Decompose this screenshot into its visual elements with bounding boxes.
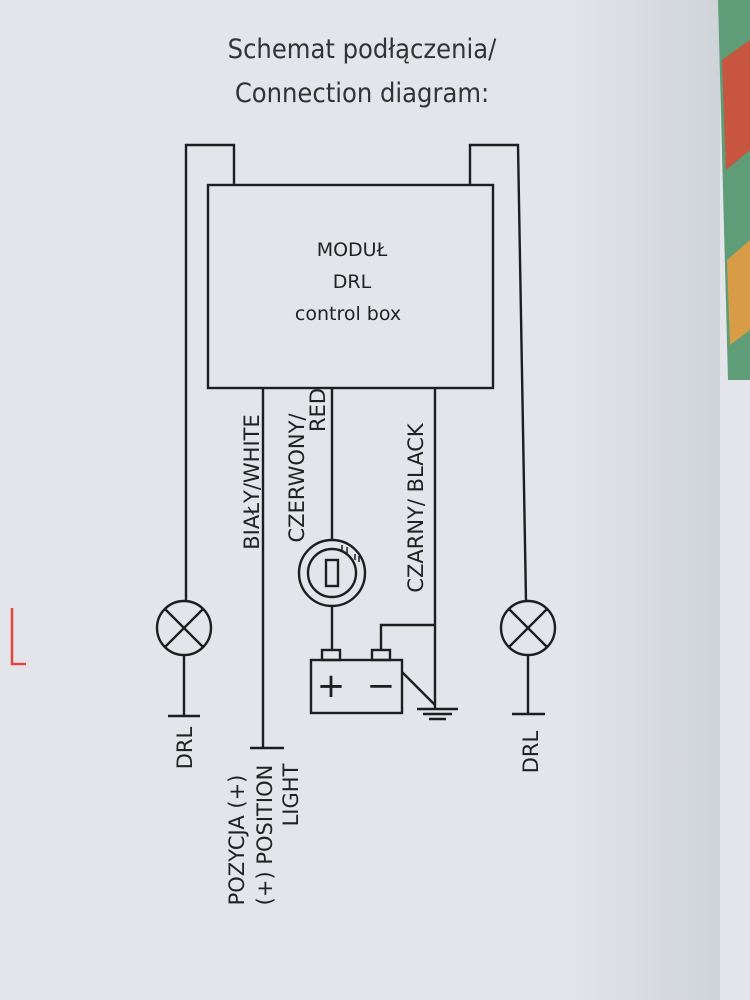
right-drl-wire (468, 143, 528, 602)
module-label-line2: DRL (333, 271, 372, 293)
module-label-line1: MODUŁ (317, 239, 388, 261)
background-strip-orange (727, 240, 750, 345)
module-label-line3: control box (295, 303, 401, 325)
red-wire-label-line2: RED (306, 388, 330, 432)
position-label-line1: POZYCJA (+) (225, 775, 249, 906)
white-wire (250, 388, 284, 750)
diagram-title-line2: Connection diagram: (235, 78, 489, 109)
red-corner-mark (10, 608, 26, 666)
background-strip-red (722, 40, 750, 170)
battery-plus: + (317, 666, 346, 706)
right-drl-lead (512, 655, 545, 716)
right-drl-label: DRL (519, 730, 543, 773)
position-label-line3: LIGHT (279, 763, 303, 826)
left-drl-label: DRL (173, 726, 197, 769)
ground-icon (417, 707, 458, 721)
drl-control-box (206, 183, 495, 390)
red-wire-label-line1: CZERWONY/ (285, 413, 309, 543)
left-drl-wire (184, 143, 236, 601)
white-wire-label: BIAŁY/WHITE (240, 414, 264, 550)
black-wire (379, 388, 437, 708)
diagram-title-line1: Schemat podłączenia/ (228, 34, 497, 65)
battery-minus: − (367, 666, 396, 706)
battery-icon: + − (309, 648, 404, 715)
position-label-line2: (+) POSITION (253, 765, 277, 906)
black-wire-label: CZARNY/ BLACK (404, 422, 428, 593)
ignition-switch-icon (297, 538, 367, 608)
paper-shade (560, 0, 720, 1000)
left-drl-lead (168, 655, 200, 718)
